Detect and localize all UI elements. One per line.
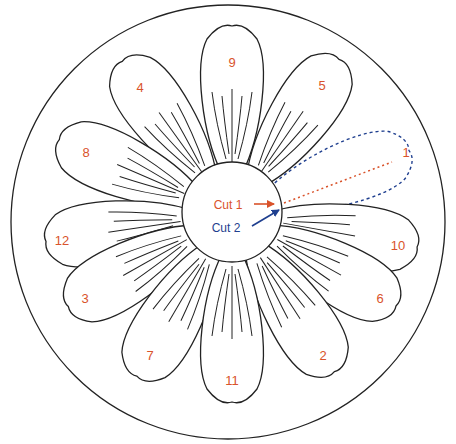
petal [201,254,264,403]
petal-vein [269,119,308,171]
petals [41,25,424,403]
petal-vein [235,96,242,154]
petal-number: 2 [319,349,326,362]
petal-number: 10 [391,239,405,252]
petal-number: 6 [376,292,383,305]
cut-1-arrow [254,203,274,205]
cut-line [284,162,392,203]
petal-vein [258,111,297,163]
petal-vein [212,269,226,336]
petal-vein [286,235,340,269]
cut-label: Cut 2 [212,222,241,234]
petal-vein [108,202,176,226]
petal-number: 5 [318,79,325,92]
petal-vein [169,259,206,322]
cut-2-arrow [252,210,279,226]
petal-number: 8 [82,146,89,159]
petal-vein [260,258,300,319]
petal-vein [222,96,229,154]
petal-vein [114,213,172,228]
petal-number: 3 [81,292,88,305]
petal-number: 1 [402,146,409,159]
petal-vein [212,92,226,159]
petal-number: 11 [225,374,239,387]
petal-vein [166,103,216,166]
petal-vein [256,266,293,318]
petal-vein [262,111,304,171]
petal-vein [267,259,304,311]
petal-vein [153,251,199,316]
petal-vein [120,170,176,199]
cut-label: Cut 1 [214,199,243,211]
flower-center [182,162,282,262]
petal-vein [267,249,315,313]
petal-vein [222,274,229,332]
petal-vein [232,89,233,162]
petal-vein [166,112,206,163]
petal-vein [232,266,233,339]
petal-vein [116,224,181,269]
petal-vein [125,158,181,187]
petal-outline [201,254,264,403]
petal-number: 7 [146,349,153,362]
petal-vein [238,92,252,159]
petal-number: 12 [55,234,69,247]
petal-vein [235,274,242,332]
petal-number: 9 [228,56,235,69]
petal-vein [124,235,178,270]
petal-vein [268,117,318,180]
outer-circle [11,5,445,439]
petal-number: 4 [136,81,143,94]
petal-vein [238,269,252,336]
petal-vein [164,261,199,315]
